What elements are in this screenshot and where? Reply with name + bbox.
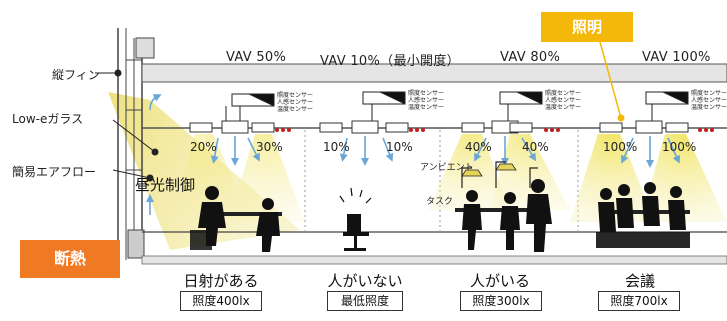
empty-chair: [339, 187, 372, 251]
light-percent: 10%: [386, 140, 413, 154]
light-percent: 40%: [465, 140, 492, 154]
light-percent: 20%: [190, 140, 217, 154]
light-cone: [172, 134, 252, 222]
simple-airflow-label: 簡易エアフロー: [12, 165, 97, 179]
task-label: タスク: [426, 197, 454, 207]
daylight-control-label: 昼光制御: [135, 176, 196, 194]
lighting-pointer: [599, 41, 625, 122]
light-percent: 100%: [662, 140, 697, 154]
lighting-tag: 照明: [541, 12, 633, 42]
sensor-labels-zone2: 照度センサー人感センサー温度センサー: [408, 90, 445, 111]
scene-label-zone2: 人がいない: [327, 272, 403, 290]
light-percent: 40%: [522, 140, 549, 154]
people-meeting-zone: [596, 182, 690, 248]
vertical-fin-label: 縦フィン: [52, 68, 100, 82]
light-cone: [228, 134, 305, 222]
task-lamps: [461, 161, 538, 188]
scene-label-zone1: 日射がある: [183, 272, 259, 290]
illuminance-box-zone3: 照度300lx: [460, 291, 542, 311]
light-percent: 30%: [256, 140, 283, 154]
vav-unit: [225, 93, 275, 121]
light-percent: 10%: [323, 140, 350, 154]
label-leaders: [95, 69, 159, 182]
vav-label-zone3: VAV 80%: [500, 50, 561, 65]
vav-label-zone2: VAV 10%（最小開度）: [320, 54, 460, 69]
insulation-tag: 断熱: [20, 240, 120, 278]
vav-unit: [645, 91, 689, 121]
vav-unit: [362, 91, 406, 121]
people-occupied-zone: [462, 179, 552, 252]
illuminance-box-zone1: 照度400lx: [180, 291, 262, 311]
ceiling: [141, 63, 727, 129]
people-sun-zone: [190, 186, 280, 252]
illuminance-box-zone2: 最低照度: [327, 291, 403, 311]
vav-unit: [499, 91, 543, 121]
ambient-label: アンビエント: [420, 163, 474, 173]
sensor-labels-zone4: 照度センサー人感センサー温度センサー: [691, 90, 727, 111]
sensor-labels-zone3: 照度センサー人感センサー温度センサー: [545, 90, 582, 111]
low-e-glass-label: Low-eガラス: [12, 112, 84, 126]
ceiling-fixtures: [189, 120, 689, 134]
vav-units: [225, 91, 689, 121]
light-cone: [640, 134, 727, 222]
light-percent: 100%: [603, 140, 638, 154]
sensor-labels-zone1: 照度センサー人感センサー温度センサー: [277, 92, 314, 113]
vav-label-zone1: VAV 50%: [226, 50, 287, 65]
scene-label-zone4: 会議: [624, 272, 655, 290]
light-cones: [172, 134, 727, 222]
airflow-arrows: [146, 94, 680, 215]
illuminance-box-zone4: 照度700lx: [598, 291, 680, 311]
vav-label-zone4: VAV 100%: [642, 50, 711, 65]
red-dots: [275, 128, 714, 132]
light-cone: [570, 134, 655, 222]
scene-label-zone3: 人がいる: [469, 272, 530, 290]
